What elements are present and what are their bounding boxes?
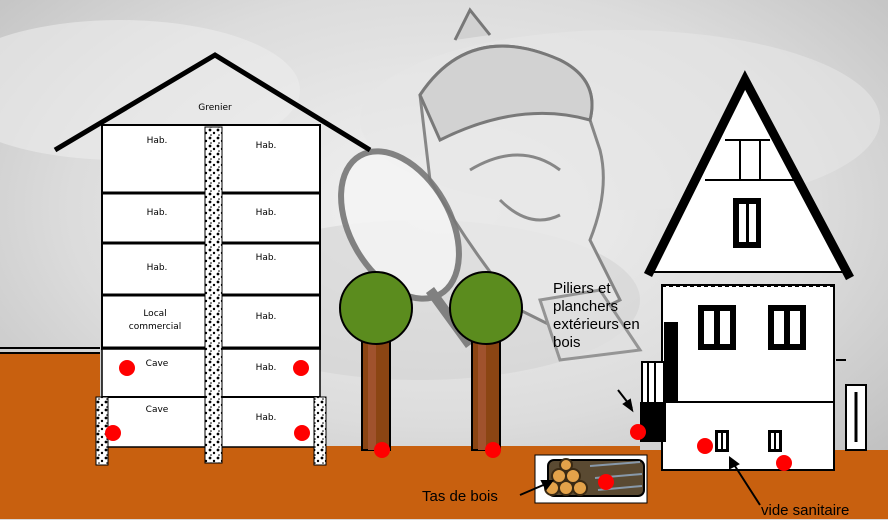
label-hab: Hab. <box>146 136 168 146</box>
wooden-porch <box>641 361 665 408</box>
danger-dot <box>776 455 792 471</box>
annotation-piliers: Piliers et planchers extérieurs en bois <box>553 280 640 351</box>
danger-dot <box>630 424 646 440</box>
danger-dot <box>105 425 121 441</box>
label-cave: Cave <box>145 405 169 415</box>
label-hab: Hab. <box>146 263 168 273</box>
apartment-building <box>53 52 372 466</box>
danger-markers <box>105 360 792 490</box>
danger-dot <box>119 360 135 376</box>
tree-right <box>449 271 523 451</box>
timber-house <box>640 70 867 471</box>
chimney-duct <box>204 126 223 464</box>
danger-dot <box>598 474 614 490</box>
label-hab: Hab. <box>146 208 168 218</box>
label-hab: Hab. <box>255 312 277 322</box>
arrows <box>519 389 761 506</box>
danger-dot <box>485 442 501 458</box>
label-local-commercial: Local commercial <box>128 309 182 332</box>
danger-dot <box>293 360 309 376</box>
tree-left <box>339 271 413 451</box>
danger-dot <box>374 442 390 458</box>
label-hab: Hab. <box>255 141 277 151</box>
label-hab: Hab. <box>255 208 277 218</box>
attic-window <box>733 198 761 248</box>
annotation-tas-de-bois: Tas de bois <box>422 488 498 505</box>
ground <box>0 352 888 519</box>
danger-dot <box>697 438 713 454</box>
label-hab: Hab. <box>255 253 277 263</box>
vent-right <box>768 430 782 452</box>
door <box>664 322 678 402</box>
foundation-pillar-right <box>313 396 327 466</box>
label-hab: Hab. <box>255 413 277 423</box>
vent-left <box>715 430 729 452</box>
window-right <box>768 305 806 350</box>
danger-dot <box>294 425 310 441</box>
window-left <box>698 305 736 350</box>
wood-pile-icon <box>534 454 648 504</box>
label-grenier: Grenier <box>198 103 232 113</box>
label-cave: Cave <box>145 359 169 369</box>
annotation-vide-sanitaire: vide sanitaire <box>761 502 850 519</box>
label-hab: Hab. <box>255 363 277 373</box>
detective-icon <box>418 7 643 362</box>
